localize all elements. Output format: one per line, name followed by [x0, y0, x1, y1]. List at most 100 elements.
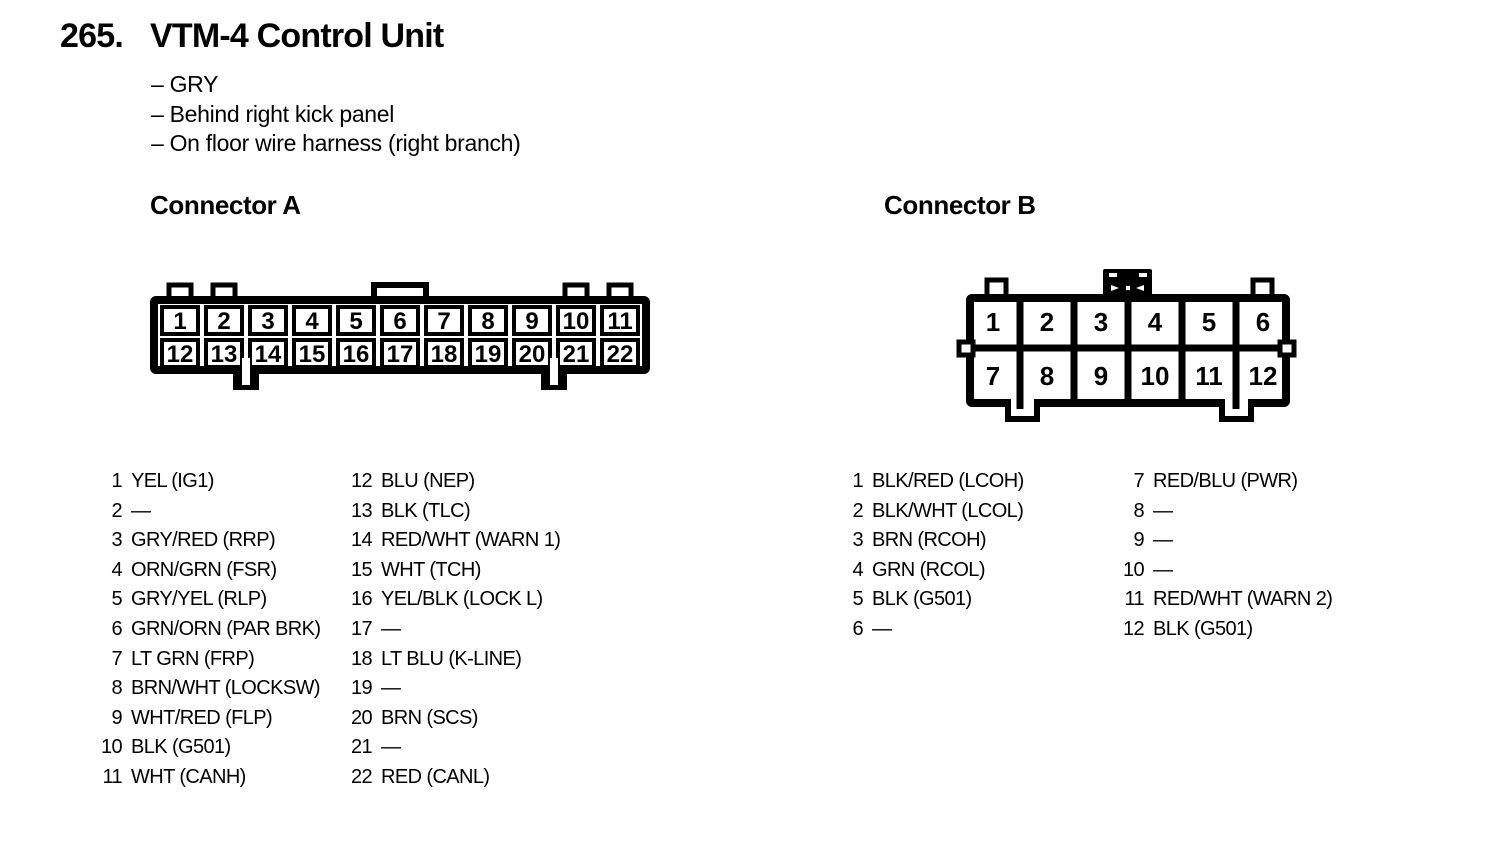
pin-row: 6 GRN/ORN (PAR BRK)	[62, 615, 321, 645]
pin-wire-label: WHT (TCH)	[381, 558, 481, 581]
pin-number: 7	[1133, 470, 1144, 492]
connector-b-heading: Connector B	[884, 190, 1036, 220]
pin-number: 11	[1124, 588, 1144, 611]
location-note: – Behind right kick panel	[151, 100, 395, 127]
pin-cavity-number: 1	[986, 307, 1000, 337]
pin-wire-label: —	[1153, 499, 1173, 522]
pin-number: 11	[102, 765, 122, 788]
pin-number: 6	[111, 617, 122, 640]
pin-wire-label: GRN/ORN (PAR BRK)	[131, 617, 321, 640]
pin-cavity	[468, 305, 508, 336]
pin-number: 7	[111, 647, 122, 670]
latch-mark	[1139, 273, 1147, 277]
pin-number: 17	[350, 617, 373, 640]
pin-wire-label: —	[381, 677, 401, 700]
pin-wire-label: RED (CANL)	[381, 765, 490, 788]
pin-row: 1 BLK/RED (LCOH)	[803, 467, 1024, 497]
pin-cavity-number: 16	[343, 341, 370, 368]
pin-cavity-number: 15	[299, 341, 326, 368]
pin-cavity	[556, 338, 596, 369]
pin-wire-label: BLK (G501)	[1153, 617, 1253, 640]
pin-cavity-number: 10	[1141, 361, 1170, 391]
pin-cavity-number: 10	[563, 308, 590, 335]
pin-cavity	[380, 305, 420, 336]
pin-cavity	[292, 305, 332, 336]
pin-row: 8—	[1084, 497, 1332, 527]
pin-number: 10	[1122, 558, 1145, 581]
pin-number: 14	[350, 529, 373, 552]
pin-wire-label: BLK (G501)	[131, 736, 231, 759]
pin-cavity-number: 20	[519, 341, 546, 368]
pin-cavity-number: 5	[1202, 307, 1216, 337]
pin-cavity-number: 13	[211, 341, 238, 368]
pin-wire-label: BRN (RCOH)	[872, 529, 987, 552]
pin-cavity-number: 8	[1040, 361, 1054, 391]
pin-cavity-number: 7	[986, 361, 1000, 391]
latch-arrow	[1136, 285, 1144, 291]
pin-cavity-number: 5	[349, 308, 362, 335]
pin-number: 12	[350, 470, 373, 492]
latch-arrow	[1111, 285, 1119, 291]
pin-cavity-number: 2	[1040, 307, 1054, 337]
pin-number: 1	[852, 470, 863, 492]
pin-row: 20 BRN (SCS)	[312, 704, 560, 734]
pin-row: 6—	[803, 615, 1024, 645]
side-notch	[1277, 339, 1297, 358]
pin-number: 8	[111, 677, 122, 700]
pin-number: 21	[350, 736, 373, 759]
pin-number: 16	[350, 588, 373, 611]
pin-cavity	[248, 305, 288, 336]
pin-cavity-number: 8	[481, 308, 494, 335]
pin-number: 18	[350, 647, 373, 670]
pin-cavity-number: 4	[305, 308, 319, 335]
pin-cavity	[512, 305, 552, 336]
pin-number: 2	[111, 499, 122, 522]
pin-wire-label: —	[381, 736, 401, 759]
pin-cavity-number: 7	[437, 308, 450, 335]
pin-row: 10—	[1084, 556, 1332, 586]
pin-cavity-number: 14	[255, 341, 282, 368]
latch-mark	[1109, 273, 1117, 277]
pin-row: 17 —	[312, 615, 560, 645]
pin-row: 14 RED/WHT (WARN 1)	[312, 526, 561, 556]
pin-wire-label: RED/BLU (PWR)	[1153, 470, 1298, 492]
section-title: VTM-4 Control Unit	[150, 17, 444, 55]
keying-slot	[550, 358, 558, 385]
location-note: – GRY	[151, 71, 219, 97]
pin-wire-label: ORN/GRN (FSR)	[131, 558, 277, 581]
pin-number: 13	[350, 499, 373, 522]
pin-wire-label: —	[1153, 529, 1173, 552]
pin-wire-label: BLK (G501)	[872, 588, 972, 611]
pin-number: 10	[100, 736, 123, 759]
pin-row: 19 —	[312, 674, 560, 704]
pin-wire-label: WHT (CANH)	[131, 765, 246, 788]
pin-number: 6	[852, 617, 863, 640]
location-note: – On floor wire harness (right branch)	[151, 130, 521, 157]
pin-cavity-number: 21	[563, 341, 590, 368]
pin-number: 19	[350, 677, 373, 700]
side-notch	[956, 339, 976, 358]
pin-number: 2	[852, 499, 863, 522]
keying-pocket-rib	[1232, 395, 1240, 409]
pin-wire-label: —	[381, 617, 401, 640]
pin-cavity	[248, 338, 288, 369]
pin-number: 20	[350, 706, 373, 729]
pin-wire-label: BLK/RED (LCOH)	[872, 470, 1024, 492]
pin-wire-label: BRN (SCS)	[381, 706, 478, 729]
pin-wire-label: RED/WHT (WARN 1)	[381, 529, 561, 552]
pin-number: 9	[111, 706, 122, 729]
